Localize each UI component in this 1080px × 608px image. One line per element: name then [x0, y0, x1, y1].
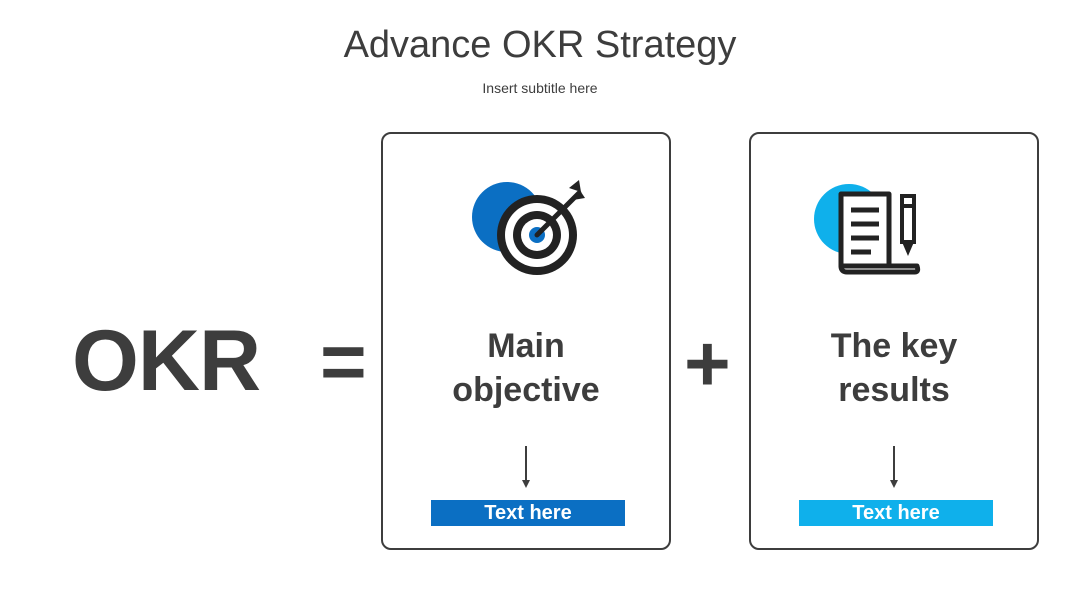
results-card: The key results Text here — [749, 132, 1039, 550]
page-title: Advance OKR Strategy — [343, 24, 737, 66]
equals-sign: = — [320, 317, 367, 406]
results-heading-line1: The key — [830, 327, 958, 365]
results-heading: The key results — [751, 324, 1037, 412]
objective-card: Main objective Text here — [381, 132, 671, 550]
target-icon — [383, 174, 669, 284]
objective-heading-line2: objective — [452, 371, 600, 409]
plus-sign: + — [684, 319, 731, 408]
objective-heading: Main objective — [383, 324, 669, 412]
results-text-label: Text here — [799, 500, 993, 526]
page-subtitle: Insert subtitle here — [482, 80, 598, 96]
objective-heading-line1: Main — [487, 327, 565, 365]
objective-text-label: Text here — [431, 500, 625, 526]
document-pencil-icon — [751, 174, 1037, 284]
down-arrow-icon — [888, 446, 900, 488]
okr-label: OKR — [72, 313, 261, 409]
results-heading-line2: results — [838, 371, 950, 409]
down-arrow-icon — [520, 446, 532, 488]
